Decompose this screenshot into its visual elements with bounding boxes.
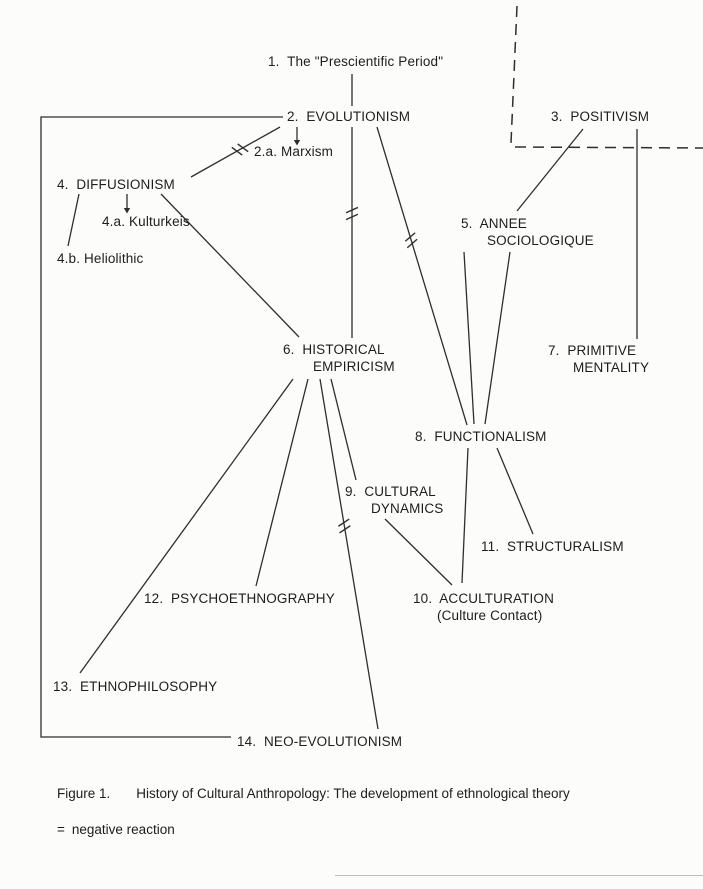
figure-caption: Figure 1. History of Cultural Anthropolo… [57,786,570,801]
figure-title: History of Cultural Anthropology: The de… [136,786,570,801]
node-marxism-line-1: 2.a. Marxism [254,144,334,159]
node-annee-sociologique-line-2: SOCIOLOGIQUE [487,233,594,248]
negative-reaction-legend: = negative reaction [57,822,175,837]
node-ethnophilosophy-line-1: 13. ETHNOPHILOSOPHY [53,679,218,694]
arrowhead-evolutionism-to-marxism [293,140,301,146]
edge-evolutionism-to-neo-evolutionism [40,116,283,738]
node-annee-sociologique-line-1: 5. ANNEE [461,216,527,231]
edge-boundary-dashed-vertical [510,5,518,144]
node-evolutionism-line-1: 2. EVOLUTIONISM [287,109,411,124]
negative-reaction-mark-evolutionism-to-historical-empiricism-2 [345,213,359,221]
negative-reaction-mark-historical-empiricism-to-neo-evolutionism-2 [339,525,351,534]
node-cultural-dynamics: 9. CULTURAL DYNAMICS [345,483,443,517]
negative-reaction-mark-evolutionism-to-functionalism-2 [406,238,418,249]
negative-reaction-mark-evolutionism-to-functionalism-1 [404,232,416,242]
edge-historical-empiricism-to-psychoethnography [255,378,309,587]
node-historical-empiricism-line-2: EMPIRICISM [313,359,395,374]
node-cultural-dynamics-line-1: 9. CULTURAL [345,484,436,499]
node-positivism: 3. POSITIVISM [551,108,649,125]
edge-evolutionism-to-diffusionism [190,126,281,178]
edge-diffusionism-to-historical-empiricism [160,193,300,338]
node-prescientific-period-line-1: 1. The "Prescientific Period" [268,54,444,69]
scan-edge-artifact [335,875,703,876]
legend-label: negative reaction [71,822,175,837]
edge-annee-to-functionalism-right [484,251,511,425]
node-cultural-dynamics-line-2: DYNAMICS [371,501,444,516]
edge-boundary-dashed-horizontal [514,146,703,149]
node-heliolithic-line-1: 4.b. Heliolithic [57,251,144,266]
node-diffusionism: 4. DIFFUSIONISM [57,176,175,193]
negative-reaction-mark-evolutionism-to-historical-empiricism-1 [345,206,359,214]
node-acculturation: 10. ACCULTURATION (Culture Contact) [413,590,554,624]
node-diffusionism-line-1: 4. DIFFUSIONISM [57,177,175,192]
node-marxism: 2.a. Marxism [254,143,333,160]
node-historical-empiricism-line-1: 6. HISTORICAL [283,342,385,357]
node-acculturation-line-2: (Culture Contact) [437,608,543,623]
node-structuralism: 11. STRUCTURALISM [481,538,624,555]
edge-historical-empiricism-to-cultural-dynamics [330,378,357,481]
negative-reaction-symbol: = [57,822,65,837]
edge-historical-empiricism-to-ethnophilosophy [79,378,294,674]
negative-reaction-mark-evolutionism-to-diffusionism-2 [231,146,243,156]
edge-functionalism-to-acculturation [461,447,469,584]
node-heliolithic: 4.b. Heliolithic [57,250,143,267]
node-kulturkreis: 4.a. Kulturkeis [102,213,190,230]
node-ethnophilosophy: 13. ETHNOPHILOSOPHY [53,678,217,695]
node-prescientific-period: 1. The "Prescientific Period" [268,53,443,70]
node-neo-evolutionism-line-1: 14. NEO-EVOLUTIONISM [237,734,403,749]
node-structuralism-line-1: 11. STRUCTURALISM [481,539,624,554]
node-evolutionism: 2. EVOLUTIONISM [287,108,410,125]
node-psychoethnography: 12. PSYCHOETHNOGRAPHY [144,590,335,607]
negative-reaction-mark-evolutionism-to-diffusionism-1 [237,143,249,153]
edge-positivism-to-annee-sociologique [516,128,584,212]
edge-diffusionism-to-heliolithic [67,193,80,247]
edge-functionalism-to-structuralism [496,447,534,535]
node-historical-empiricism: 6. HISTORICAL EMPIRICISM [283,341,395,375]
node-primitive-mentality-line-1: 7. PRIMITIVE [548,343,637,358]
negative-reaction-mark-historical-empiricism-to-neo-evolutionism-1 [338,518,350,527]
node-annee-sociologique: 5. ANNEE SOCIOLOGIQUE [461,215,594,249]
edge-historical-empiricism-to-neo-evolutionism [319,378,379,730]
figure-number: Figure 1. [57,786,111,801]
node-primitive-mentality-line-2: MENTALITY [573,360,650,375]
node-functionalism: 8. FUNCTIONALISM [415,428,547,445]
arrowhead-diffusionism-to-kulturkreis [123,208,131,214]
node-primitive-mentality: 7. PRIMITIVE MENTALITY [548,342,649,376]
node-neo-evolutionism: 14. NEO-EVOLUTIONISM [237,733,402,750]
edge-evolutionism-to-functionalism [376,126,468,426]
node-positivism-line-1: 3. POSITIVISM [551,109,650,124]
node-functionalism-line-1: 8. FUNCTIONALISM [415,429,547,444]
edge-cultural-dynamics-to-acculturation [384,518,453,586]
node-psychoethnography-line-1: 12. PSYCHOETHNOGRAPHY [144,591,335,606]
edge-annee-to-functionalism-left [463,251,475,425]
node-acculturation-line-1: 10. ACCULTURATION [413,591,554,606]
node-kulturkreis-line-1: 4.a. Kulturkeis [102,214,190,229]
